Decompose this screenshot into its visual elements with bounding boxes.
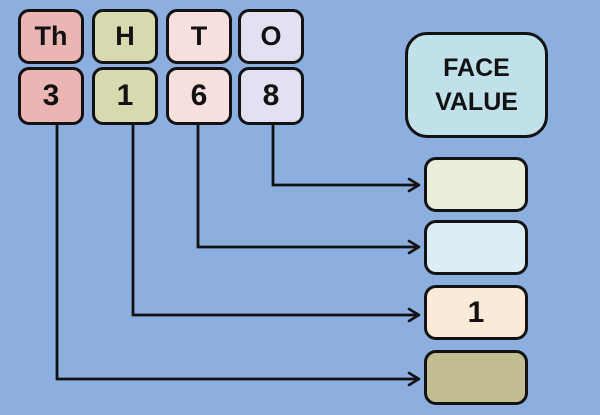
answer-box-ones[interactable] <box>424 157 528 212</box>
digit-ones: 8 <box>238 67 304 125</box>
face-value-title-line2: VALUE <box>435 88 518 116</box>
digit-thousands: 3 <box>18 67 84 125</box>
arrow-digit6-to-answer2 <box>196 125 421 255</box>
answer-box-hundreds[interactable]: 1 <box>424 285 528 340</box>
answer-box-thousands[interactable] <box>424 350 528 405</box>
answer-box-tens[interactable] <box>424 220 528 275</box>
digit-tens: 6 <box>166 67 232 125</box>
face-value-title-line1: FACE <box>443 53 510 82</box>
column-label-ones: O <box>238 9 304 64</box>
column-label-hundreds: H <box>92 9 158 64</box>
column-label-thousands: Th <box>18 9 84 64</box>
arrow-digit8-to-answer1 <box>271 125 421 193</box>
face-value-title-box: FACE VALUE <box>405 32 548 138</box>
arrow-digit3-to-answer4 <box>55 125 421 387</box>
column-label-tens: T <box>166 9 232 64</box>
arrow-digit1-to-answer3 <box>131 125 421 323</box>
digit-hundreds: 1 <box>92 67 158 125</box>
